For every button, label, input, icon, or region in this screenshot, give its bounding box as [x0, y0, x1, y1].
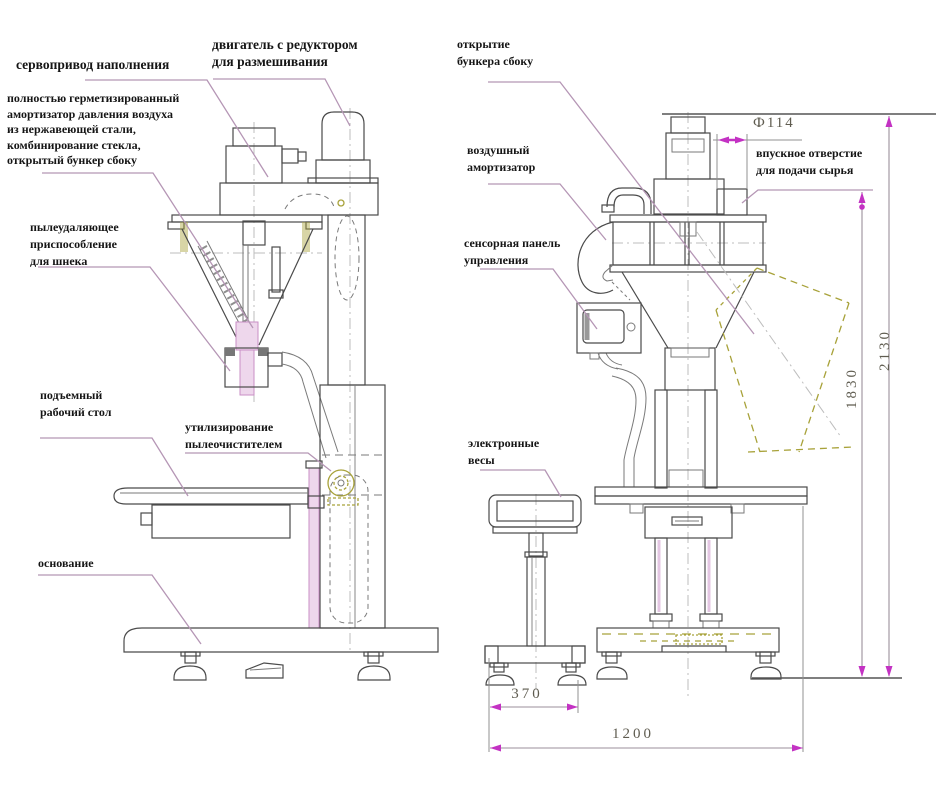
callout-hopper-side-opening: открытие бункера сбоку — [457, 37, 534, 68]
dim-inlet-diameter: Ф114 — [753, 115, 795, 131]
work-table-front — [594, 486, 808, 539]
dust-hose — [597, 352, 647, 487]
motor — [653, 116, 725, 215]
callout-touch-panel: сенсорная панель управления — [464, 236, 561, 267]
callout-base: основание — [38, 556, 94, 570]
callout-dust-recycling: утилизирование пылеочистителем — [185, 420, 283, 451]
dim-machine-width: 1200 — [612, 726, 654, 742]
hopper-cone — [167, 214, 323, 346]
callout-sealed-air-absorber: полностью герметизированный амортизатор … — [7, 91, 180, 167]
dim-total-height: 2130 — [877, 329, 893, 371]
leader-lines — [38, 78, 873, 645]
support-column — [319, 214, 386, 629]
left-view — [113, 108, 439, 681]
callout-raw-material-inlet: впускное отверстие для подачи сырья — [756, 146, 863, 177]
dimension-lines — [488, 113, 936, 752]
base-front — [596, 627, 782, 680]
callout-lifting-work-table: подъемный рабочий стол — [40, 388, 112, 419]
electronic-scale — [484, 494, 587, 686]
dim-inlet-height: 1830 — [844, 367, 860, 409]
callout-servo-fill-drive: сервопривод наполнения — [16, 57, 170, 72]
discharge-tube — [654, 389, 718, 489]
touch-panel — [576, 302, 642, 360]
foot-pedal — [245, 662, 284, 679]
drive-head-block — [219, 182, 379, 216]
callout-electronic-scale: электронные весы — [468, 436, 540, 467]
callout-auger-dust-removal: пылеудаляющее приспособление для шнека — [30, 220, 119, 268]
machine-base — [123, 627, 439, 681]
support-columns-front — [649, 537, 723, 629]
right-view — [484, 112, 854, 697]
open-hopper-dashed — [696, 231, 854, 453]
air-absorber — [577, 221, 631, 301]
auger-fill-head — [224, 321, 339, 459]
callout-air-absorber: воздушный амортизатор — [467, 143, 536, 174]
drawer — [644, 506, 733, 539]
gooseneck-pipe — [601, 187, 652, 214]
work-table — [113, 487, 325, 539]
mixing-motor — [307, 111, 379, 184]
dim-scale-width: 370 — [511, 686, 543, 702]
callout-mixing-motor: двигатель с редуктором для размешивания — [212, 37, 358, 69]
front-cone — [621, 271, 755, 391]
